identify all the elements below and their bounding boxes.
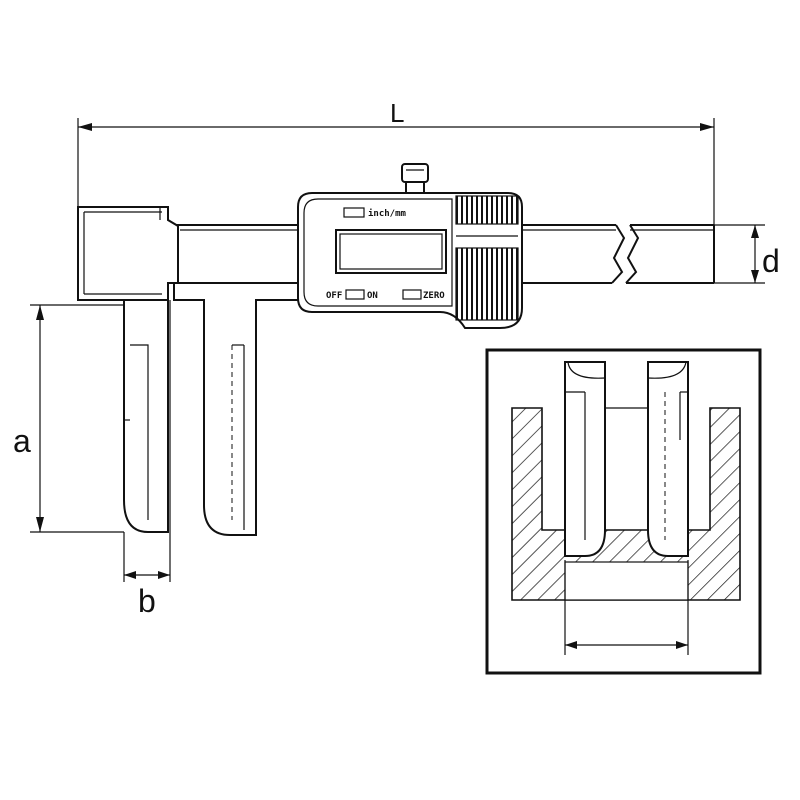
depth-dimension: d	[714, 224, 780, 284]
lcd-screen	[335, 229, 447, 274]
inset-groove-detail	[485, 348, 762, 675]
zero-button[interactable]	[402, 289, 422, 300]
on-label: ON	[367, 291, 378, 301]
on-off-button[interactable]	[345, 289, 365, 300]
length-dimension: L	[77, 98, 715, 225]
zero-label: ZERO	[423, 291, 445, 301]
slider-jaw	[173, 282, 301, 536]
fixed-jaw	[123, 299, 169, 533]
unit-button[interactable]	[343, 207, 365, 218]
digital-readout: inch/mm OFF ON ZERO	[297, 163, 523, 329]
knurl-top	[455, 195, 519, 225]
depth-label: d	[762, 243, 780, 279]
jaw-width-label: b	[138, 583, 156, 619]
unit-button-label: inch/mm	[368, 208, 407, 219]
jaw-width-dimension: b	[123, 300, 171, 619]
fixed-jaw-head	[77, 206, 179, 301]
jaw-height-label: a	[13, 423, 31, 459]
lock-screw-icon	[401, 163, 429, 183]
knurl-bottom	[455, 247, 519, 321]
length-label: L	[390, 98, 404, 128]
jaw-height-dimension: a	[13, 304, 124, 533]
off-label: OFF	[326, 291, 342, 301]
